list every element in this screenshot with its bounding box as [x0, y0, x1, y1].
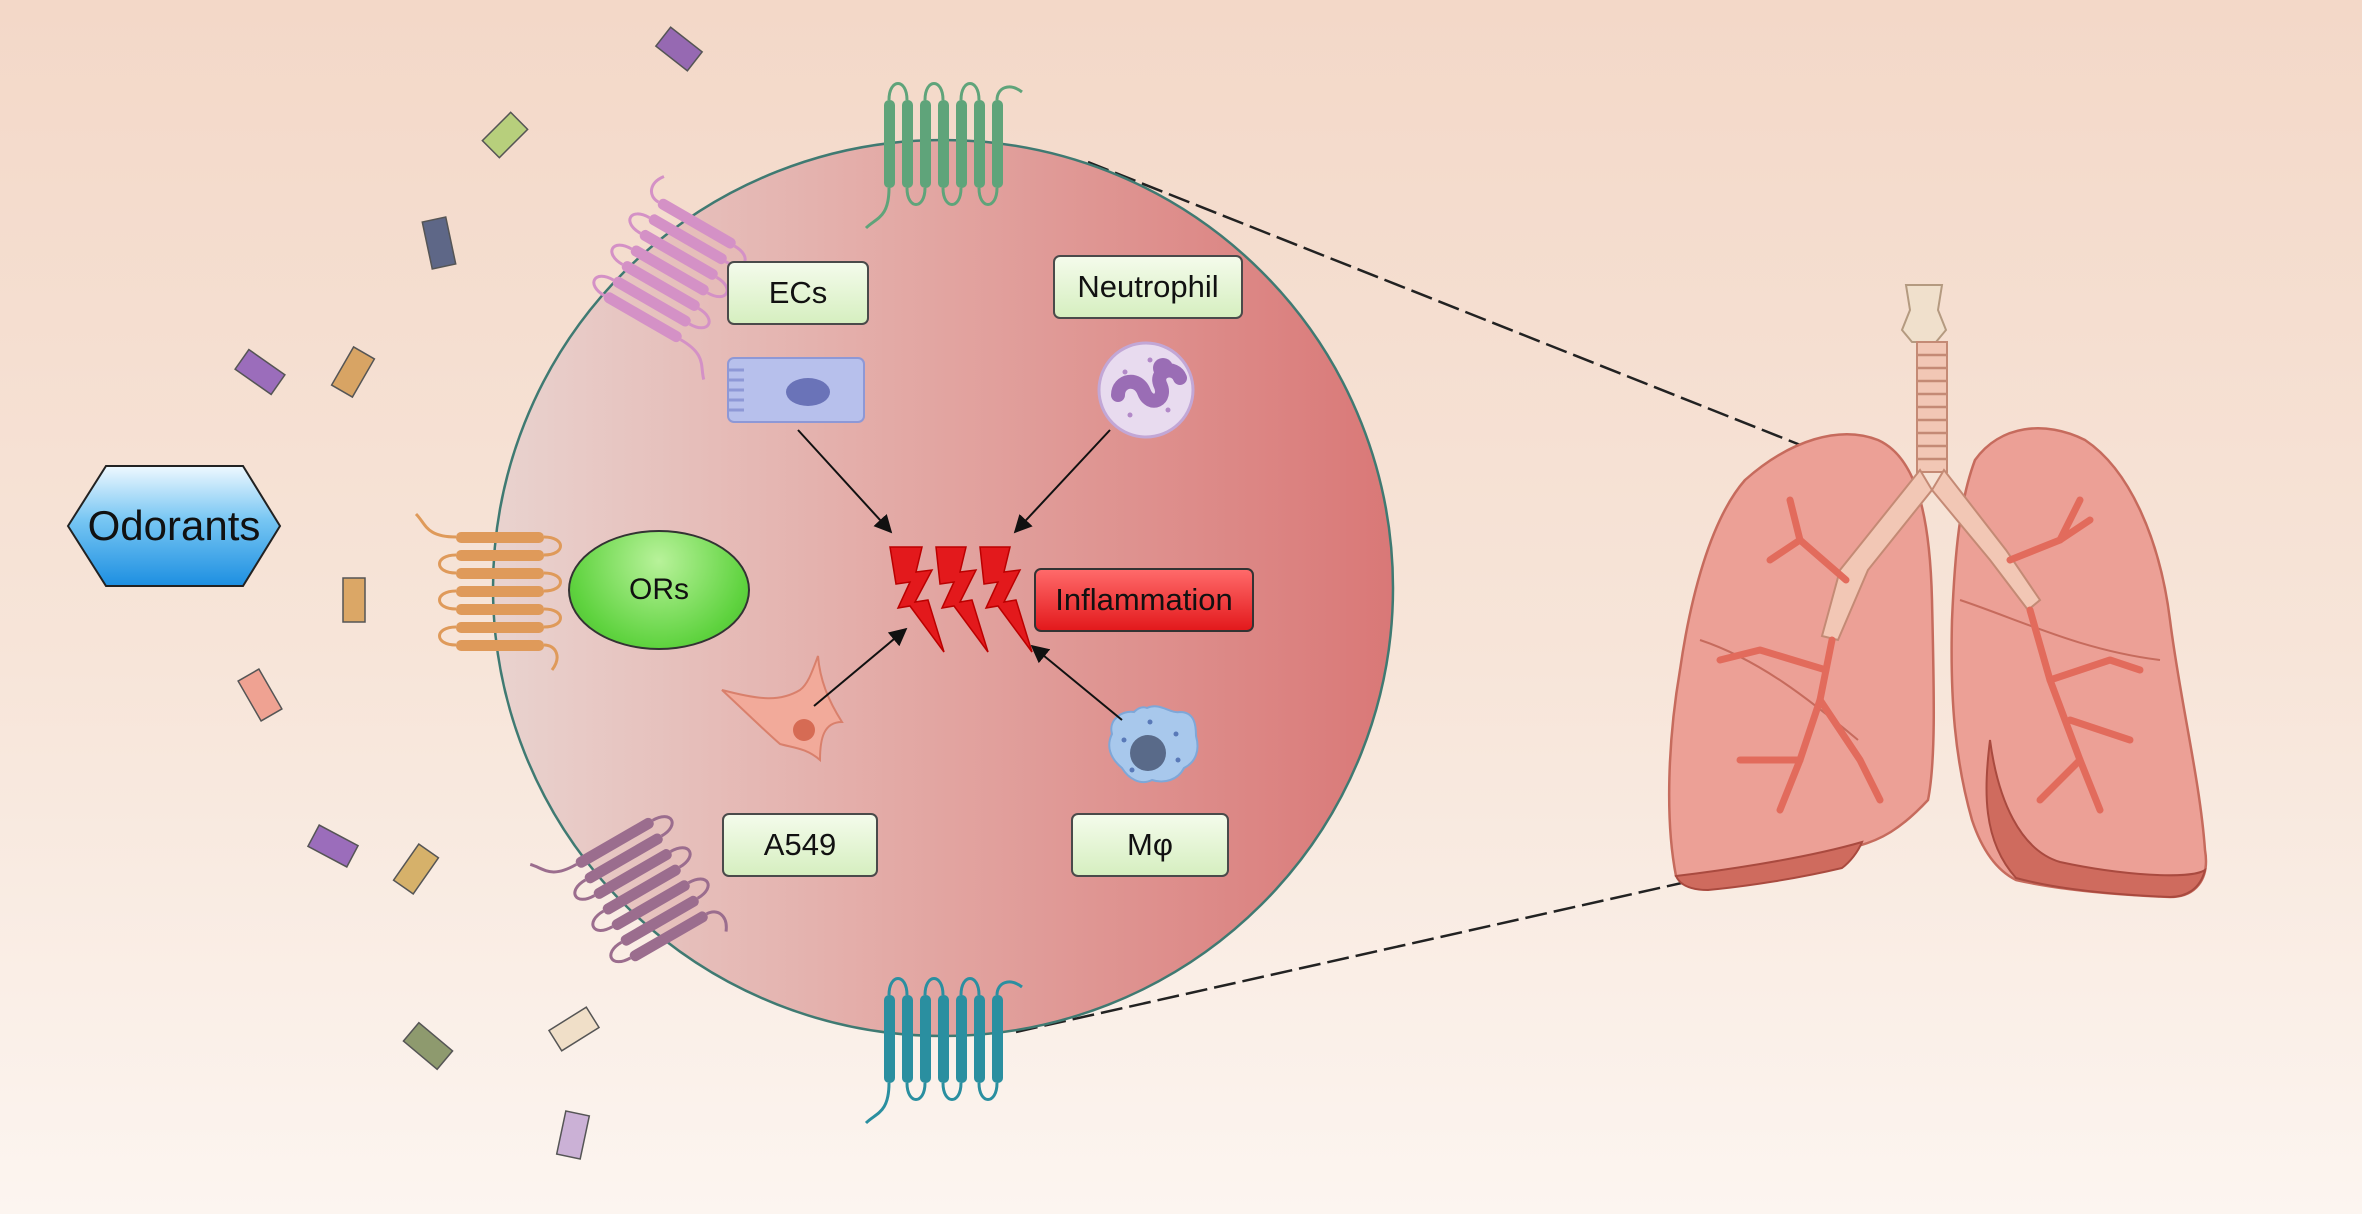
macrophage-label: Mφ	[1071, 813, 1229, 877]
lung-illustration	[1667, 284, 2208, 899]
receptor-bottom-teal	[864, 977, 1024, 1125]
macrophage-icon	[1108, 705, 1199, 784]
neutrophil-icon	[1097, 341, 1195, 439]
inflammation-bolts-icon	[889, 546, 1033, 653]
a549-cell-icon	[721, 655, 844, 763]
odorant-molecules	[234, 26, 704, 1160]
arrows	[797, 429, 1123, 721]
a549-label: A549	[722, 813, 878, 877]
odorants-hexagon	[66, 465, 282, 587]
receptor-left-orange	[414, 512, 562, 672]
ors-label: ORs	[568, 530, 750, 650]
odorants-label: Odorants	[87, 502, 261, 549]
inflammation-label: Inflammation	[1034, 568, 1254, 632]
zoom-line-top	[1087, 160, 1809, 450]
ecs-label: ECs	[727, 261, 869, 325]
endothelial-cell-icon	[727, 357, 865, 423]
neutrophil-label: Neutrophil	[1053, 255, 1243, 319]
